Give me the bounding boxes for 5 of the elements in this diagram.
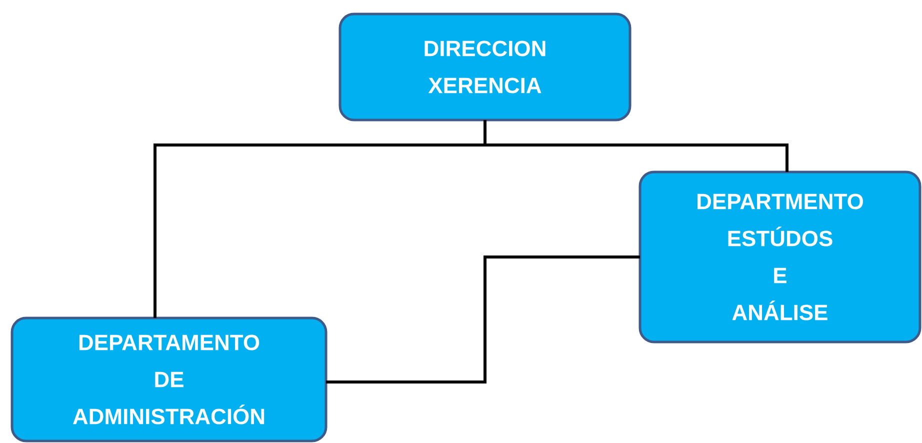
department-box: DEPARTMENTO ESTÚDOS E ANÁLISE — [638, 170, 922, 344]
connector-line — [326, 256, 640, 384]
department-box: DIRECCION XERENCIA — [338, 12, 632, 122]
department-box: DEPARTAMENTO DE ADMINISTRACIÓN — [10, 316, 328, 442]
connector-line — [154, 120, 486, 318]
